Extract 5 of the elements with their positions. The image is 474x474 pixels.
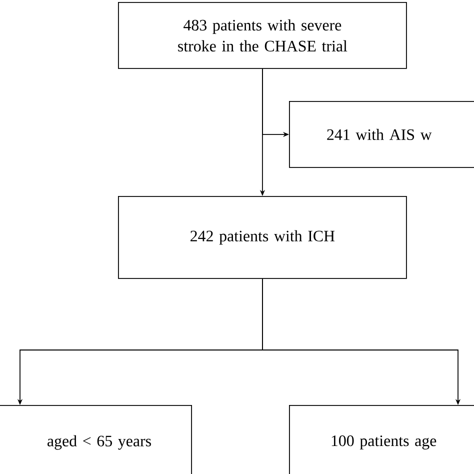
process-box: 100 patients age [289, 405, 474, 474]
process-box: 242 patients with ICH [118, 196, 407, 279]
process-box: aged < 65 years [0, 405, 192, 474]
process-box: 483 patients with severe stroke in the CHASE trial [118, 2, 407, 69]
process-box: 241 with AIS w [289, 101, 474, 168]
